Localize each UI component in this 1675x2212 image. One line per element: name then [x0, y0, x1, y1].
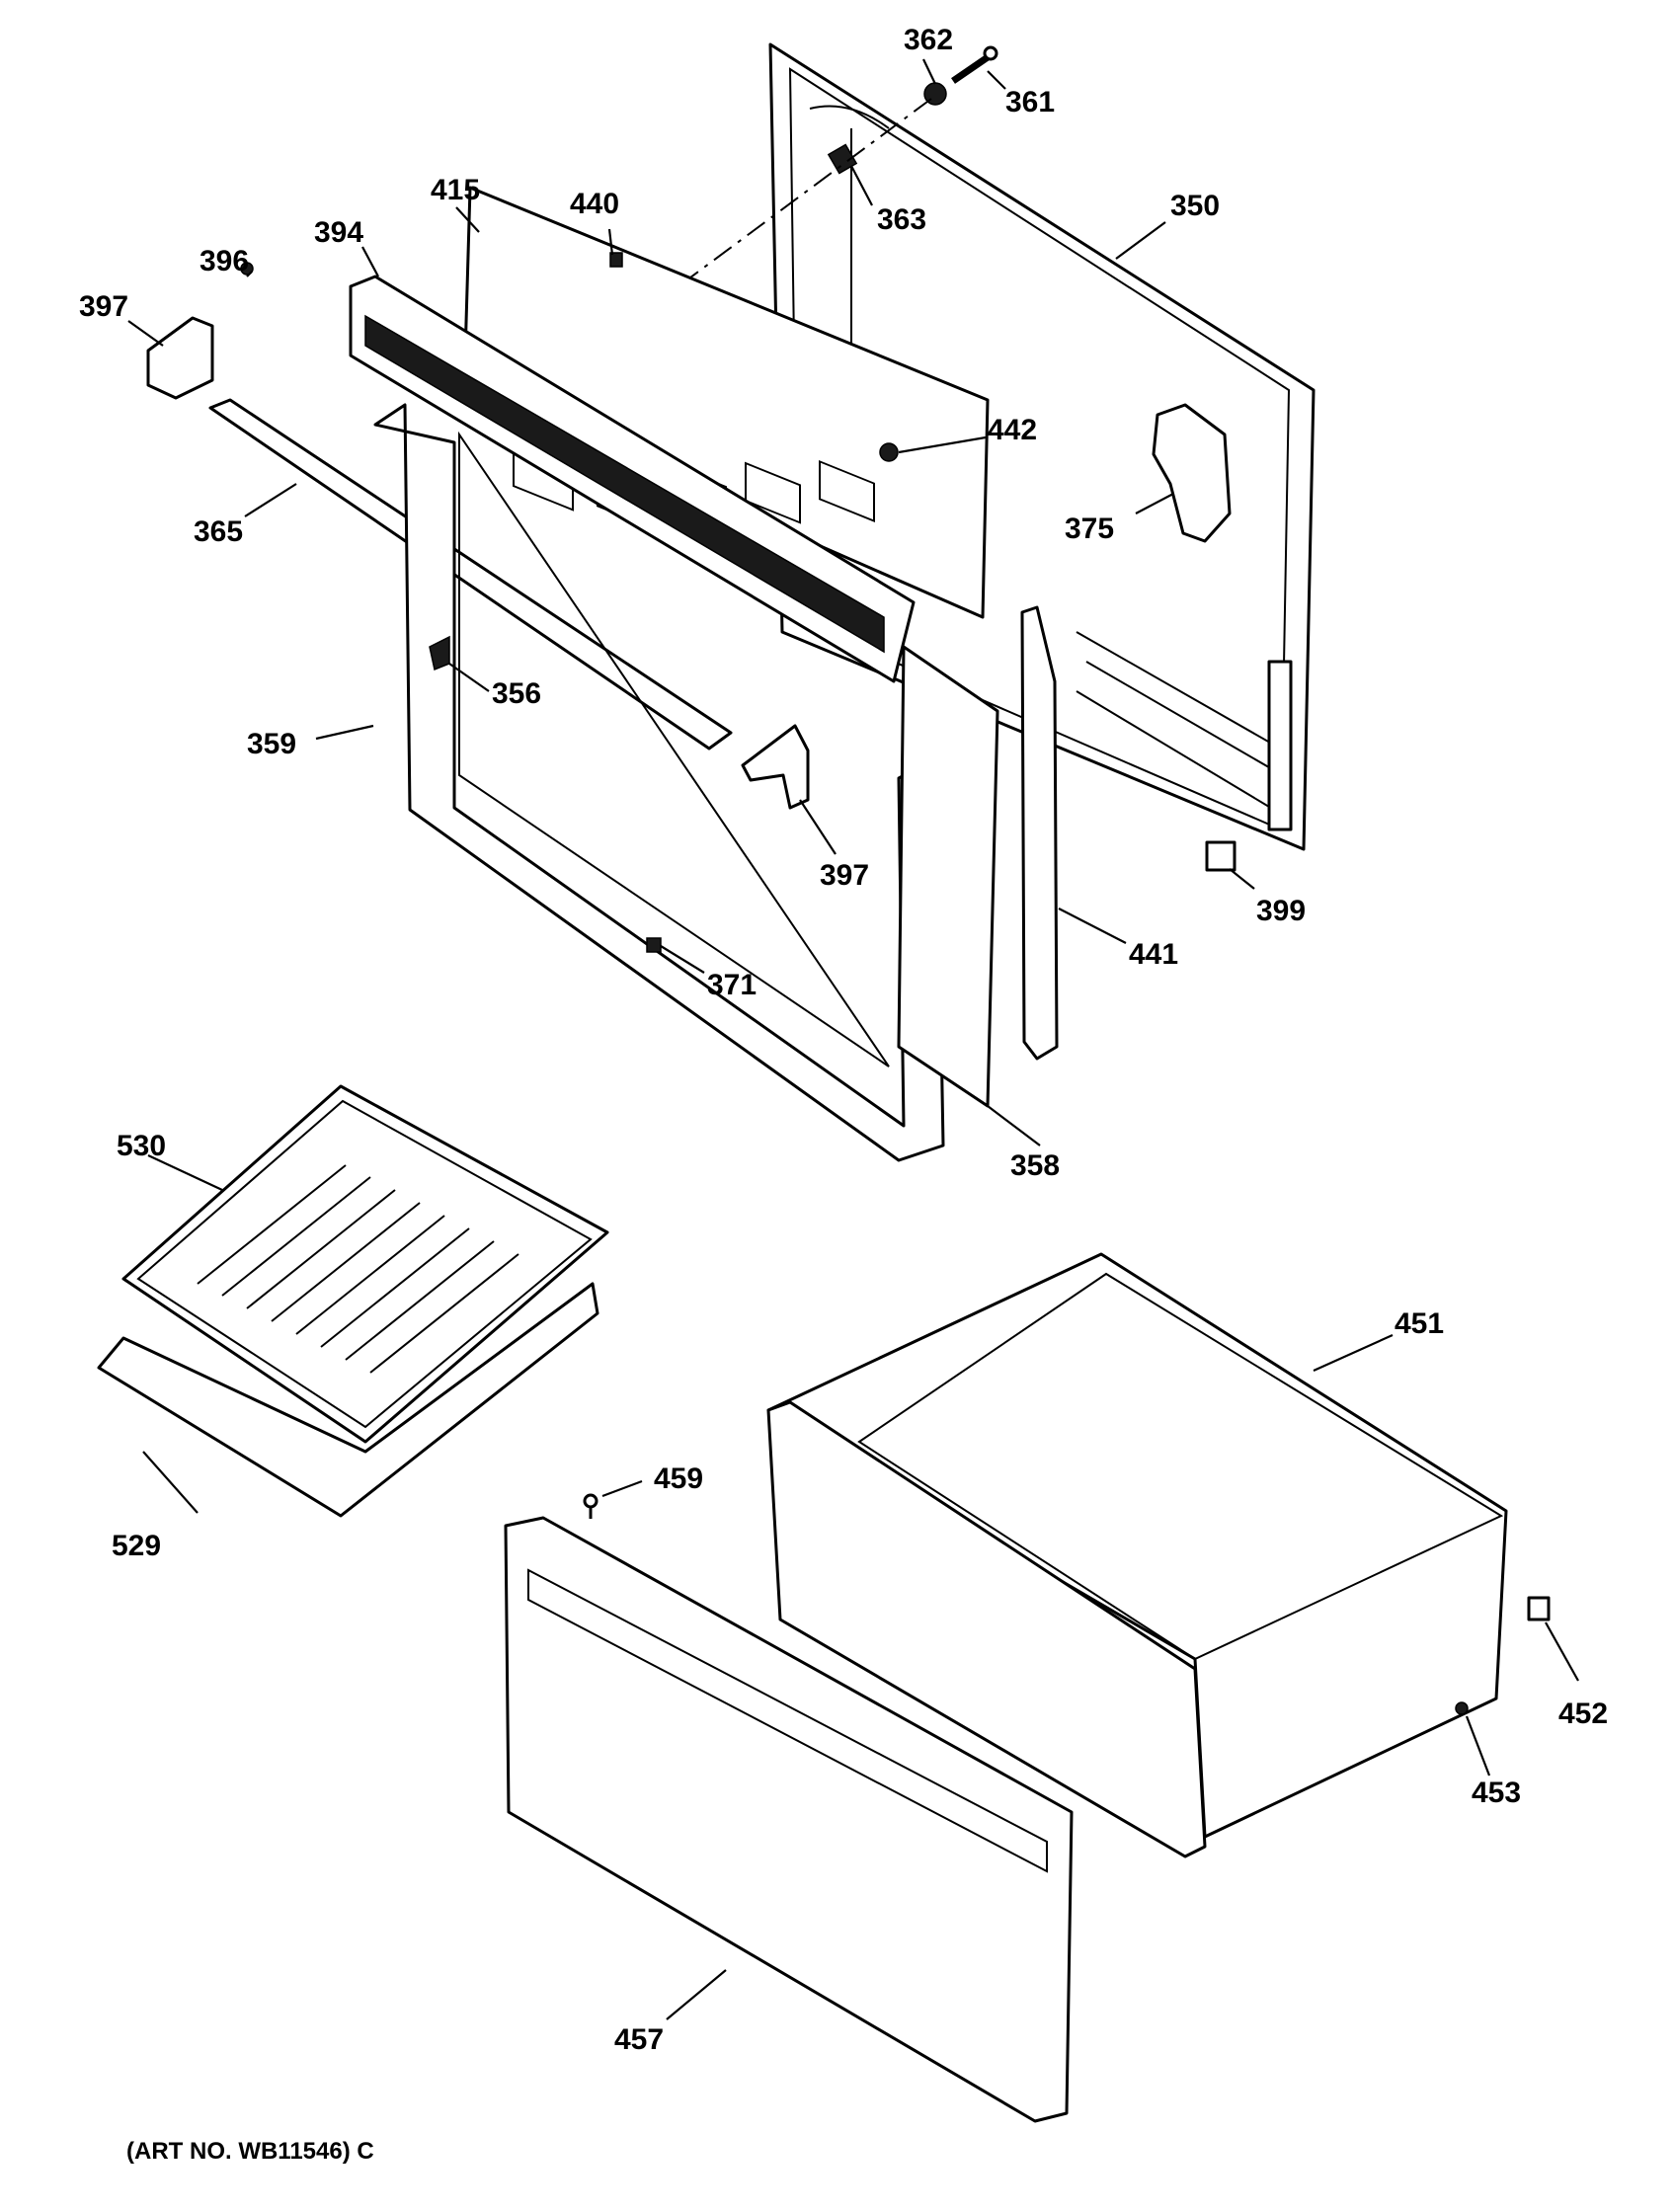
part-394-vent-trim [349, 275, 916, 683]
callout-397-mid: 397 [820, 859, 869, 892]
part-397-hinge-top [146, 316, 214, 400]
callout-529: 529 [112, 1530, 161, 1562]
part-457-drawer-front [504, 1516, 1074, 2123]
callout-362: 362 [904, 24, 953, 56]
part-530-broiler-rack [121, 1084, 609, 1444]
callout-397-top: 397 [79, 290, 128, 323]
callout-350: 350 [1170, 190, 1220, 222]
alignment-line [651, 98, 932, 307]
callout-399: 399 [1256, 895, 1306, 927]
callout-441: 441 [1129, 938, 1178, 971]
callout-440: 440 [570, 188, 619, 220]
part-397-hinge-bracket [741, 724, 810, 810]
callout-453: 453 [1472, 1777, 1521, 1809]
part-396-screw [240, 262, 254, 276]
callout-359: 359 [247, 728, 296, 760]
callout-459: 459 [654, 1462, 703, 1495]
part-452-glide [1527, 1596, 1551, 1621]
part-451-drawer-body [766, 1252, 1508, 1839]
callout-442: 442 [988, 414, 1037, 446]
callout-375: 375 [1065, 513, 1114, 545]
leader-lines [127, 58, 1579, 2020]
part-371-clip [646, 937, 662, 953]
callout-415: 415 [431, 174, 480, 206]
part-459-screw [583, 1493, 598, 1519]
part-363-bracket [827, 143, 858, 175]
callout-358: 358 [1010, 1149, 1060, 1182]
callout-451: 451 [1395, 1307, 1444, 1340]
art-number: (ART NO. WB11546) C [126, 2138, 374, 2165]
callout-356: 356 [492, 677, 541, 710]
callout-457: 457 [614, 2023, 664, 2056]
callout-363: 363 [877, 203, 926, 236]
callout-452: 452 [1558, 1698, 1608, 1730]
callout-371: 371 [707, 969, 757, 1001]
part-442-grommet [879, 442, 899, 462]
callout-530: 530 [117, 1130, 166, 1162]
part-451-drawer-front-panel [766, 1400, 1207, 1858]
callout-396: 396 [199, 245, 249, 277]
part-399-bumper [1205, 840, 1236, 872]
part-361-screw [951, 45, 998, 84]
part-440-clip [609, 252, 623, 268]
callout-361: 361 [1005, 86, 1055, 118]
callout-365: 365 [194, 515, 243, 548]
part-358-door-glass [897, 645, 999, 1108]
callout-394: 394 [314, 216, 363, 249]
part-453-screw [1455, 1701, 1469, 1715]
part-375-insulation [1152, 403, 1232, 543]
part-441-side-trim [1020, 605, 1059, 1061]
callout-labels: 362 361 363 350 415 440 394 396 397 442 … [79, 24, 1608, 2056]
part-529-broiler-pan [97, 1282, 599, 1518]
part-365-handle [208, 398, 733, 750]
